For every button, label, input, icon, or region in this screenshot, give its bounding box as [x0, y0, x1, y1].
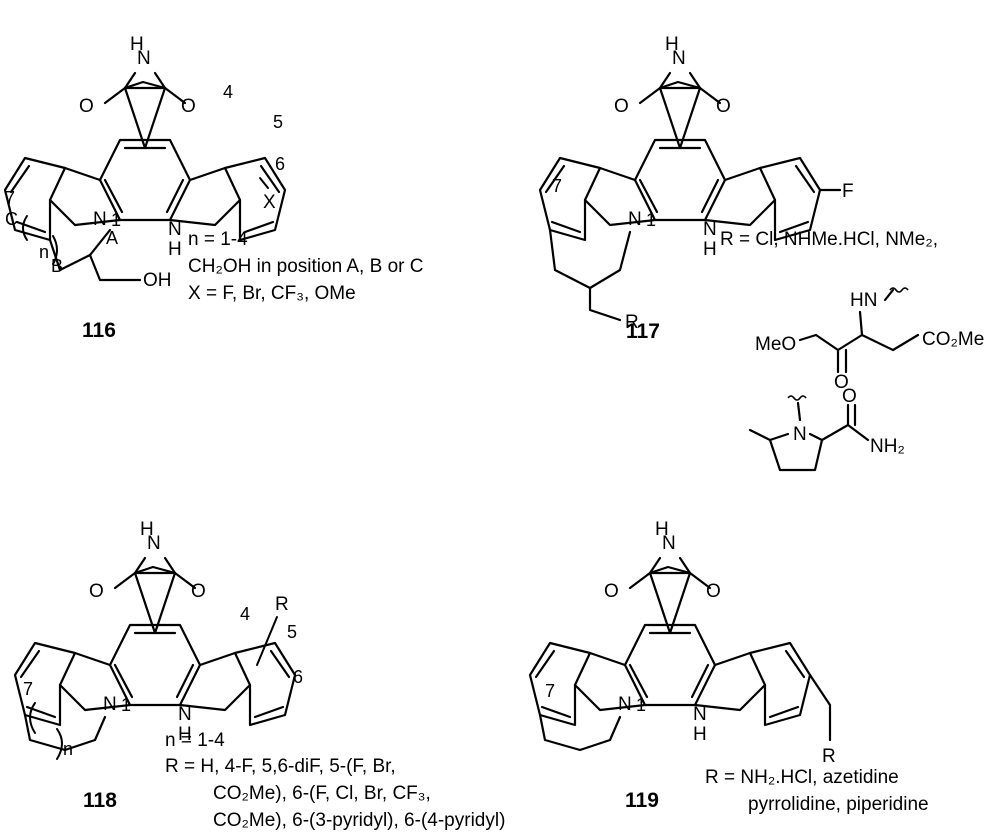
- position-6-label: 6: [293, 667, 303, 687]
- pyrrolidine-n-label: N: [793, 424, 807, 445]
- r-group-label: R: [822, 746, 836, 767]
- oxygen-label: O: [191, 581, 206, 602]
- position-7-label: 7: [545, 681, 555, 701]
- imide-h-label: H: [655, 519, 669, 540]
- oxygen-label: O: [614, 96, 629, 117]
- co2me-label: CO₂Me: [922, 329, 984, 350]
- r-group-label: R: [275, 594, 289, 615]
- indole-n-label: N: [618, 694, 632, 715]
- position-7-label: 7: [5, 188, 15, 208]
- position-a-label: A: [106, 228, 118, 248]
- note-line: n = 1-4: [188, 229, 248, 250]
- note-line: pyrrolidine, piperidine: [748, 794, 929, 815]
- imide-n-label: N: [662, 533, 676, 554]
- position-b-label: B: [51, 256, 63, 276]
- hn-label: HN: [850, 290, 877, 311]
- indole-n-label: N: [628, 209, 642, 230]
- nh2-label: NH₂: [870, 436, 905, 457]
- indole-n-label: N: [93, 209, 107, 230]
- position-1-label: 1: [636, 695, 646, 715]
- indole-nh-h-label: H: [703, 239, 717, 260]
- compound-id: 118: [83, 789, 117, 812]
- indole-nh-h-label: H: [693, 724, 707, 745]
- oxygen-label: O: [89, 581, 104, 602]
- oxygen-label: O: [716, 96, 731, 117]
- compound-117: O O N H N 1 N H 7 F R: [538, 34, 854, 333]
- indole-nh-n-label: N: [168, 219, 182, 240]
- r-substituent-prolinamide: N O NH₂: [748, 386, 905, 472]
- compound-id: 119: [625, 789, 659, 812]
- imide-h-label: H: [130, 34, 144, 55]
- fluorine-label: F: [842, 181, 854, 202]
- note-line: CH₂OH in position A, B or C: [188, 256, 423, 277]
- hydroxyl-label: OH: [143, 270, 172, 291]
- indole-nh-n-label: N: [178, 704, 192, 725]
- indole-nh-h-label: H: [178, 724, 192, 745]
- compound-119: O O N H N 1 N H 7 R: [528, 519, 836, 767]
- imide-n-label: N: [672, 48, 686, 69]
- r-substituent-ester: HN MeO O CO₂Me: [755, 287, 984, 393]
- compound-119-notes: R = NH₂.HCl, azetidine pyrrolidine, pipe…: [625, 767, 929, 815]
- oxygen-label: O: [706, 581, 721, 602]
- position-4-label: 4: [240, 604, 250, 624]
- oxygen-label: O: [604, 581, 619, 602]
- compound-id: 117: [626, 320, 660, 343]
- position-7-label: 7: [552, 176, 562, 196]
- chain-n-label: n: [63, 739, 73, 759]
- imide-h-label: H: [140, 519, 154, 540]
- x-substituent-label: X: [263, 192, 276, 213]
- compound-117-notes: R = Cl, NHMe.HCl, NMe₂, 117: [626, 229, 938, 343]
- compound-118: O O N H N 1 N H 4 5 6 7 R n: [13, 519, 303, 760]
- note-line: X = F, Br, CF₃, OMe: [188, 283, 356, 304]
- indole-nh-n-label: N: [703, 219, 717, 240]
- amide-o-label: O: [842, 386, 857, 407]
- carbonyl-o-label: O: [834, 372, 849, 393]
- position-1-label: 1: [646, 210, 656, 230]
- compound-118-notes: n = 1-4 R = H, 4-F, 5,6-diF, 5-(F, Br, C…: [83, 730, 505, 831]
- note-line: R = H, 4-F, 5,6-diF, 5-(F, Br,: [165, 756, 396, 777]
- chain-n-label: n: [39, 242, 49, 262]
- compound-id: 116: [82, 319, 116, 342]
- indole-nh-n-label: N: [693, 704, 707, 725]
- position-4-label: 4: [223, 82, 233, 102]
- note-line: CO₂Me), 6-(3-pyridyl), 6-(4-pyridyl): [213, 810, 505, 831]
- imide-n-label: N: [137, 48, 151, 69]
- imide-n-label: N: [147, 533, 161, 554]
- position-6-label: 6: [275, 154, 285, 174]
- note-line: n = 1-4: [165, 730, 225, 751]
- r-group-label: R: [625, 312, 639, 333]
- position-5-label: 5: [273, 112, 283, 132]
- imide-h-label: H: [665, 34, 679, 55]
- note-line: R = NH₂.HCl, azetidine: [705, 767, 899, 788]
- indole-nh-h-label: H: [168, 239, 182, 260]
- position-5-label: 5: [287, 622, 297, 642]
- compound-116: O O N H N 1 N H 4 5 6 7 X OH C n B A: [3, 34, 287, 291]
- oxygen-label: O: [181, 96, 196, 117]
- position-7-label: 7: [23, 679, 33, 699]
- meo-label: MeO: [755, 334, 796, 355]
- note-line: R = Cl, NHMe.HCl, NMe₂,: [720, 229, 938, 250]
- position-c-label: C: [5, 209, 18, 229]
- compound-116-notes: n = 1-4 CH₂OH in position A, B or C X = …: [82, 229, 423, 342]
- oxygen-label: O: [79, 96, 94, 117]
- note-line: CO₂Me), 6-(F, Cl, Br, CF₃,: [213, 783, 431, 804]
- position-1-label: 1: [121, 695, 131, 715]
- indole-n-label: N: [103, 694, 117, 715]
- position-1-label: 1: [111, 210, 121, 230]
